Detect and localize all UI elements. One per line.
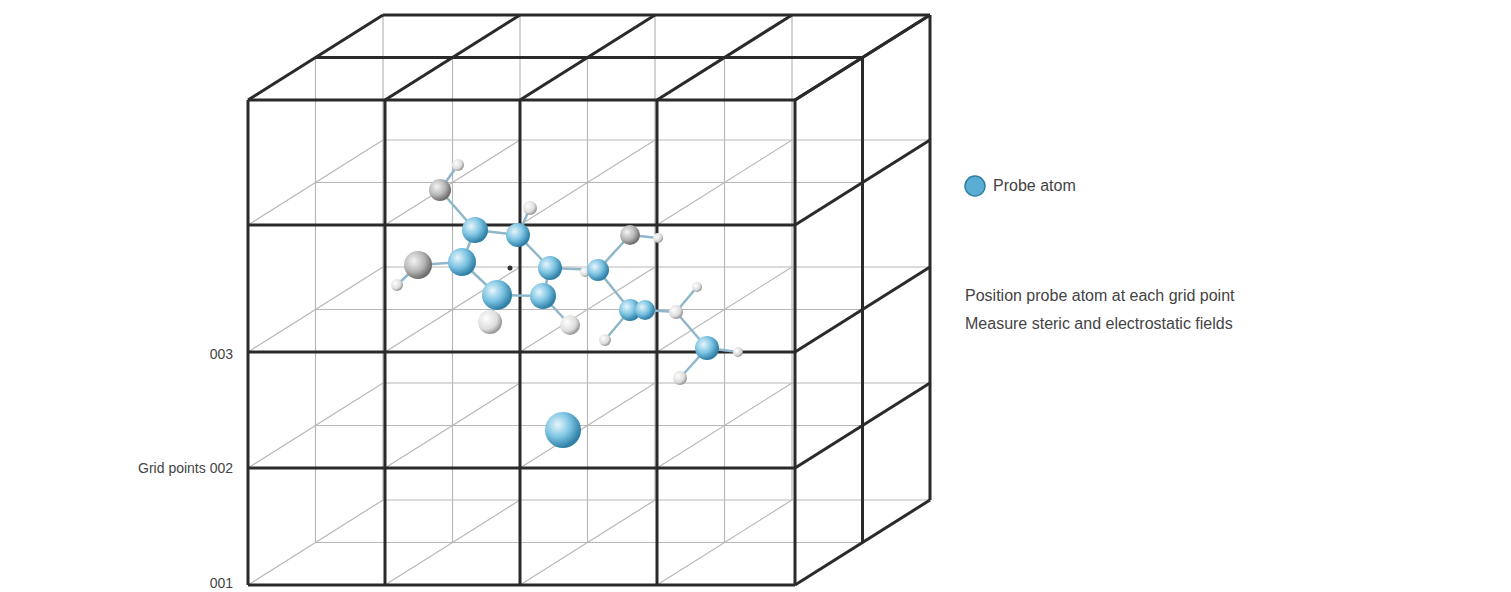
grid-line (248, 500, 383, 585)
grid-line (657, 140, 792, 225)
grid-line (315, 58, 316, 543)
instruction-note: Measure steric and electrostatic fields (965, 314, 1233, 333)
grid-line (385, 500, 520, 585)
legend-swatch (963, 174, 987, 198)
grid-line (383, 14, 930, 15)
grid-line (247, 100, 250, 585)
grid-line (384, 100, 387, 585)
grid-line (929, 15, 930, 500)
grid-line (862, 58, 863, 543)
grid-line (383, 14, 930, 17)
grid-line (452, 58, 453, 543)
grid-line (861, 58, 864, 543)
grid-line (520, 500, 655, 585)
grid-line (724, 58, 725, 543)
grid-line (382, 15, 383, 500)
legend-swatch-circle (965, 176, 985, 196)
grid-point-label: 001 (210, 575, 233, 592)
grid-line (656, 100, 659, 585)
grid-line (248, 140, 383, 225)
grid-line (385, 267, 520, 352)
grid-line (654, 15, 655, 500)
grid-line (385, 140, 520, 225)
outer-grid (248, 15, 930, 585)
grid-line (385, 383, 520, 468)
legend-text: Probe atom (993, 176, 1076, 195)
grid-line (587, 58, 588, 543)
grid-line (316, 56, 863, 59)
grid-line (520, 140, 655, 225)
grid-line (657, 383, 792, 468)
grid-line (248, 584, 795, 587)
instruction-note: Position probe atom at each grid point (965, 286, 1235, 305)
grid-line (929, 15, 932, 500)
grid-line (248, 467, 795, 470)
molecule (391, 159, 743, 448)
grid-point-label: 003 (210, 346, 233, 363)
grid-line (519, 100, 522, 585)
grid-line (520, 267, 655, 352)
grid-line (657, 500, 792, 585)
grid-line (657, 267, 792, 352)
grid-line (248, 267, 383, 352)
grid-line (520, 383, 655, 468)
grid-line (316, 57, 863, 58)
grid-point-label: Grid points 002 (138, 460, 233, 477)
grid-line (791, 15, 792, 500)
grid-line (794, 100, 797, 585)
grid-line (248, 383, 383, 468)
interior-grid (248, 15, 930, 585)
